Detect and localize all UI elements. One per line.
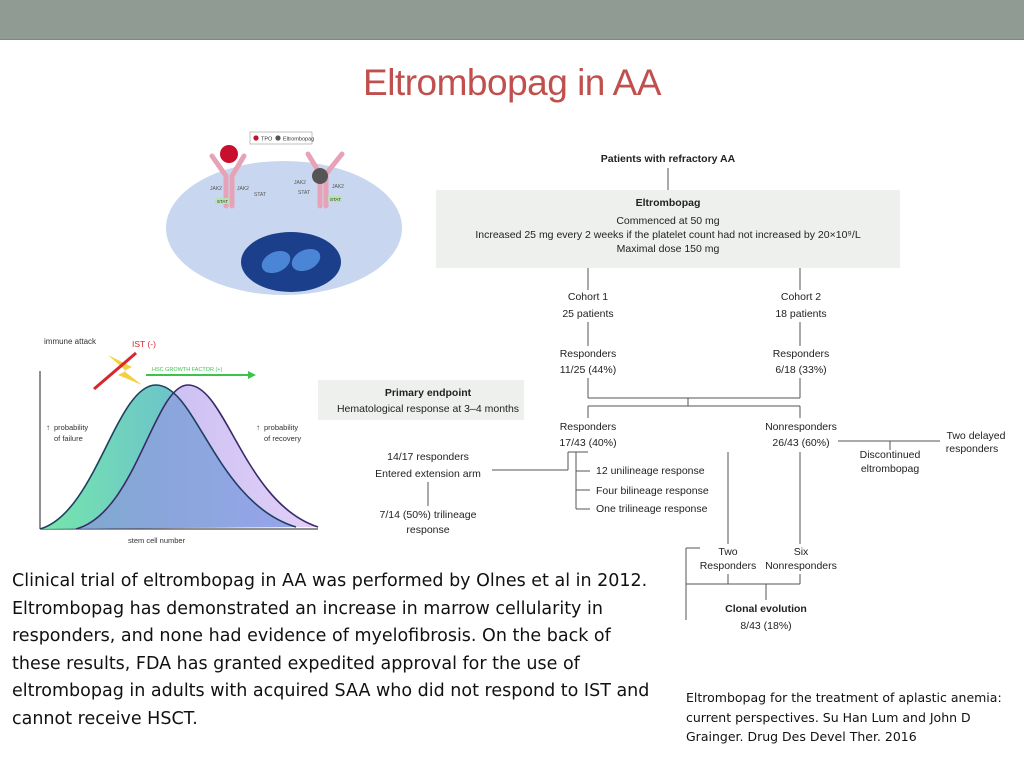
extension-label-2: Entered extension arm bbox=[375, 468, 481, 480]
responders1-label: Responders bbox=[560, 348, 617, 360]
cohort2-count: 18 patients bbox=[775, 308, 826, 320]
responders-all-count: 17/43 (40%) bbox=[559, 437, 616, 449]
two-delayed-label-2: responders bbox=[946, 443, 999, 455]
nucleus-lobe bbox=[291, 248, 321, 272]
cell-nucleus bbox=[241, 232, 341, 292]
lightning-icon bbox=[108, 355, 142, 385]
stat-label: STAT bbox=[330, 197, 341, 202]
trilineage-ext-label-2: response bbox=[406, 524, 449, 536]
failure-curve-outline bbox=[39, 384, 297, 530]
unilineage-label: 12 unilineage response bbox=[596, 465, 705, 477]
jak2-label: JAK2 bbox=[332, 184, 344, 190]
bilineage-label: Four bilineage response bbox=[596, 485, 709, 497]
x-axis-label: stem cell number bbox=[128, 536, 186, 545]
stat-box bbox=[328, 196, 342, 202]
legend-eltrombopag: Eltrombopag bbox=[283, 137, 314, 143]
six-nonresponders-label-2: Nonresponders bbox=[765, 560, 837, 572]
prob-recovery-label-1: probability bbox=[264, 423, 298, 432]
immune-attack-label: immune attack bbox=[44, 337, 97, 346]
arrow-head-icon bbox=[248, 371, 256, 379]
discontinued-label-2: eltrombopag bbox=[861, 463, 920, 475]
citation: Eltrombopag for the treatment of aplasti… bbox=[686, 690, 1002, 744]
eltro-line-1: Commenced at 50 mg bbox=[616, 215, 719, 227]
stat-label: STAT bbox=[217, 199, 228, 204]
two-delayed-label: Two delayed bbox=[947, 430, 1006, 442]
up-arrow-icon: ↑ bbox=[46, 423, 50, 432]
receptor-left bbox=[209, 153, 247, 209]
six-nonresponders-label-1: Six bbox=[794, 546, 809, 558]
cohort1-count: 25 patients bbox=[562, 308, 613, 320]
trilineage-ext-label-1: 7/14 (50%) trilineage bbox=[380, 509, 477, 521]
jak2-label: JAK2 bbox=[237, 186, 249, 192]
stat-box bbox=[215, 198, 229, 204]
ist-cross-line bbox=[93, 351, 137, 391]
probability-curves-figure: immune attack IST (-) HSC GROWTH FACTOR … bbox=[39, 337, 319, 545]
stat-label: STAT bbox=[298, 190, 310, 196]
eltrombopag-molecule bbox=[312, 168, 328, 184]
jak2-label: JAK2 bbox=[210, 186, 222, 192]
tpo-legend-icon bbox=[253, 135, 259, 141]
tpo-molecule bbox=[220, 145, 238, 163]
two-responders-label-2: Responders bbox=[700, 560, 757, 572]
extension-label-1: 14/17 responders bbox=[387, 451, 469, 463]
eltro-line-2: Increased 25 mg every 2 weeks if the pla… bbox=[475, 229, 861, 241]
eltrombopag-title: Eltrombopag bbox=[636, 197, 701, 209]
two-responders-label-1: Two bbox=[718, 546, 737, 558]
stat-label: STAT bbox=[254, 192, 266, 198]
nucleus-lobe bbox=[261, 250, 291, 274]
eltrombopag-legend-icon bbox=[275, 135, 281, 141]
responders2-count: 6/18 (33%) bbox=[775, 364, 826, 376]
responders-all-label: Responders bbox=[560, 421, 617, 433]
growth-factor-label: HSC GROWTH FACTOR (+) bbox=[152, 367, 222, 373]
legend-tpo: TPO bbox=[261, 137, 273, 143]
ist-label: IST (-) bbox=[132, 339, 156, 349]
clonal-evolution-count: 8/43 (18%) bbox=[740, 620, 791, 632]
primary-endpoint-title: Primary endpoint bbox=[385, 387, 472, 399]
eltrombopag-box bbox=[436, 190, 900, 268]
nonresponders-label: Nonresponders bbox=[765, 421, 837, 433]
discontinued-label: Discontinued bbox=[860, 449, 921, 461]
trilineage-label: One trilineage response bbox=[596, 503, 708, 515]
prob-failure-label-1: probability bbox=[54, 423, 88, 432]
prob-failure-label-2: of failure bbox=[54, 434, 83, 443]
jak2-label: JAK2 bbox=[294, 180, 306, 186]
cohort2-label: Cohort 2 bbox=[781, 291, 821, 303]
eltro-line-3: Maximal dose 150 mg bbox=[617, 243, 720, 255]
cell-receptor-figure: TPO Eltrombopag JAK2 JAK2 STAT STAT JAK2… bbox=[166, 131, 402, 295]
slide-title: Eltrombopag in AA bbox=[363, 62, 661, 103]
patients-label: Patients with refractory AA bbox=[601, 153, 736, 165]
primary-endpoint-text: Hematological response at 3–4 months bbox=[337, 403, 519, 415]
responders1-count: 11/25 (44%) bbox=[560, 364, 616, 376]
clonal-evolution-label: Clonal evolution bbox=[725, 603, 807, 615]
body-paragraph: Clinical trial of eltrombopag in AA was … bbox=[12, 571, 650, 729]
legend-box bbox=[249, 131, 313, 145]
top-banner bbox=[0, 0, 1024, 40]
nonresponders-count: 26/43 (60%) bbox=[772, 437, 829, 449]
up-arrow-icon: ↑ bbox=[256, 423, 260, 432]
recovery-curve bbox=[75, 384, 319, 530]
responders2-label: Responders bbox=[773, 348, 830, 360]
prob-recovery-label-2: of recovery bbox=[264, 434, 301, 443]
cohort1-label: Cohort 1 bbox=[568, 291, 608, 303]
primary-endpoint-box bbox=[318, 380, 524, 420]
